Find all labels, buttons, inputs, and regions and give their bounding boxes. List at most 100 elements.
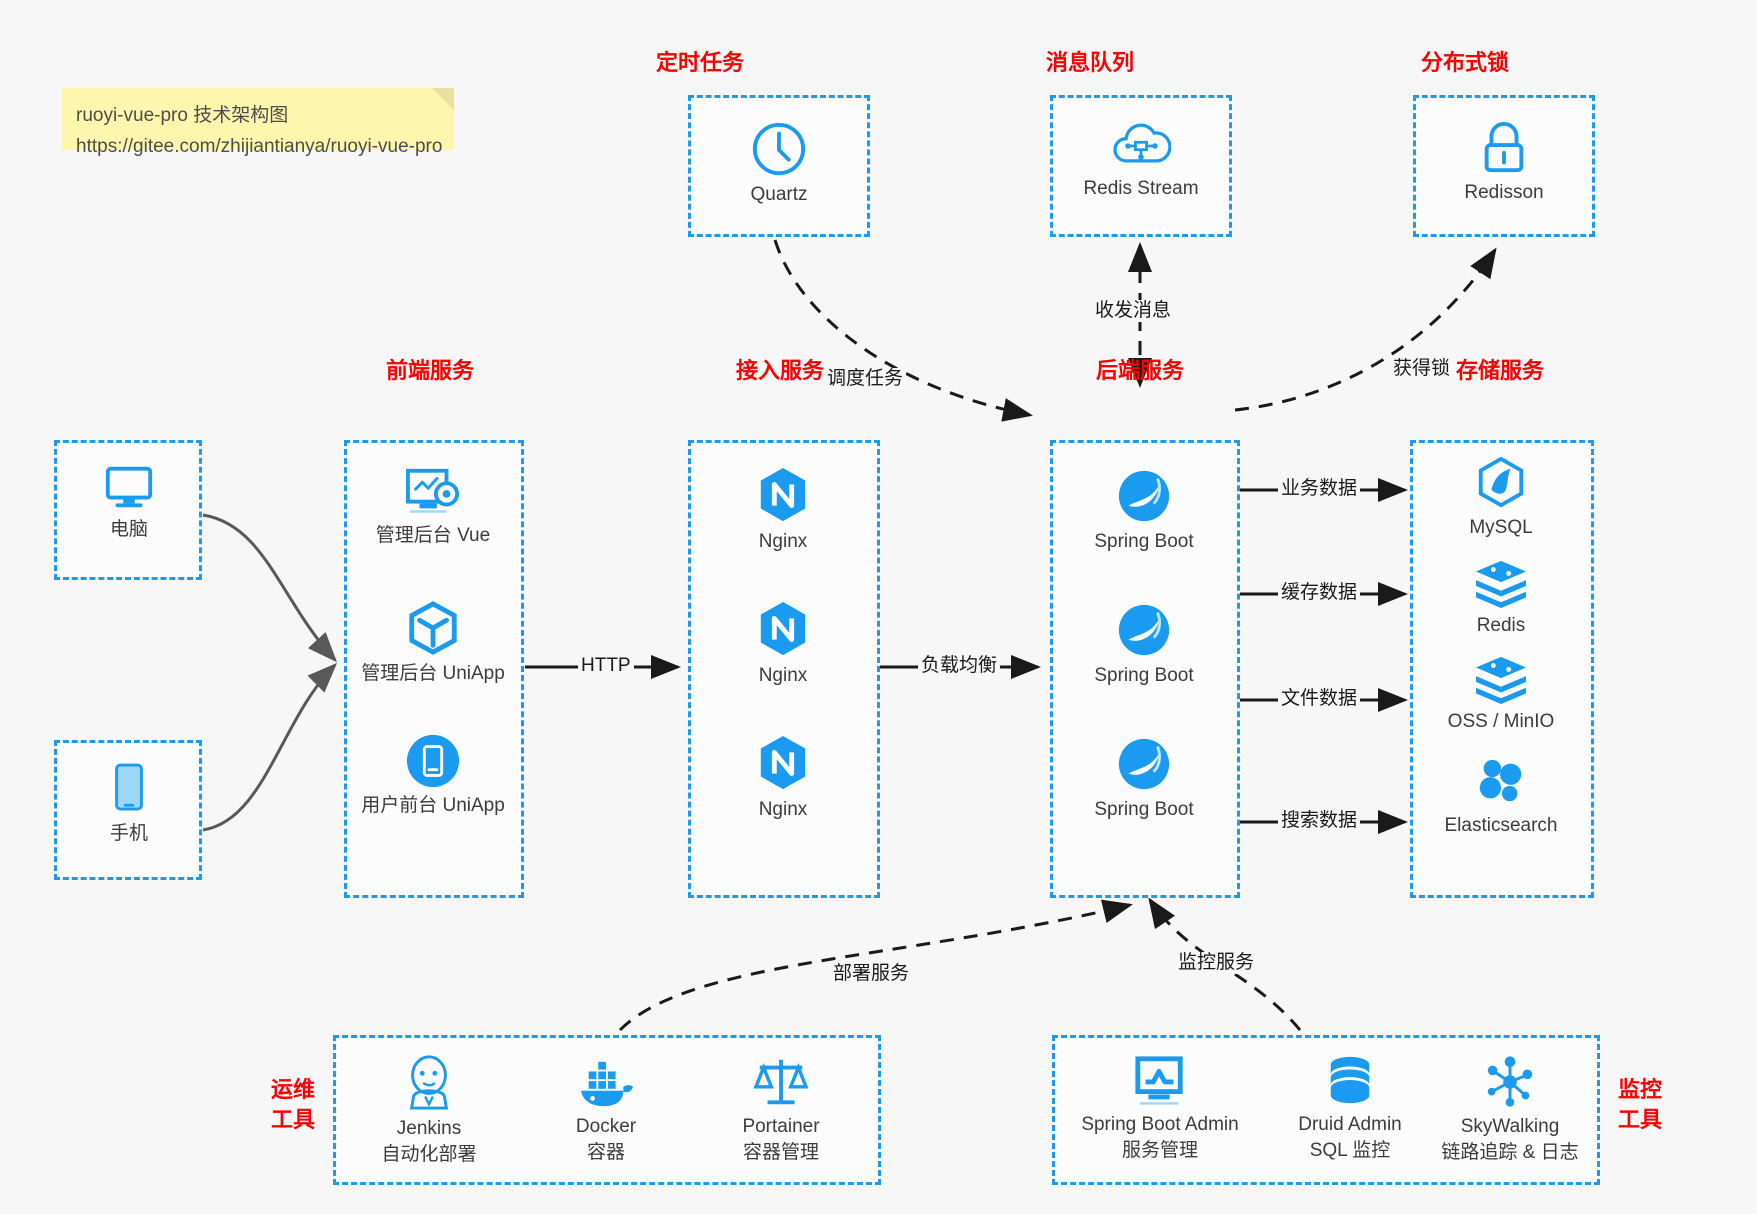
node-spring-boot-admin[interactable]: Spring Boot Admin 服务管理 bbox=[1070, 1054, 1250, 1164]
nginx-icon bbox=[760, 467, 806, 522]
group-title-devops: 运维 工具 bbox=[258, 1075, 328, 1135]
diagram-note: ruoyi-vue-pro 技术架构图 https://gitee.com/zh… bbox=[62, 88, 454, 157]
node-spring-boot-1[interactable]: Spring Boot bbox=[1056, 467, 1232, 555]
edge-label-cache-data: 缓存数据 bbox=[1278, 582, 1361, 604]
node-quartz[interactable]: Quartz bbox=[691, 120, 867, 208]
group-monitoring-tools: Spring Boot Admin 服务管理 Druid Admin SQL 监… bbox=[1052, 1035, 1600, 1185]
node-phone[interactable]: 手机 bbox=[41, 759, 217, 847]
monitoring-title-line1: 监控 bbox=[1617, 1077, 1662, 1102]
monitor-icon bbox=[105, 466, 153, 508]
node-redis[interactable]: Redis bbox=[1413, 559, 1589, 639]
node-label: Nginx bbox=[758, 665, 808, 686]
node-label: Redisson bbox=[1464, 182, 1544, 203]
database-icon bbox=[1330, 1056, 1370, 1104]
node-label: SkyWalking bbox=[1460, 1116, 1560, 1137]
node-computer[interactable]: 电脑 bbox=[41, 461, 217, 543]
devops-title-line1: 运维 bbox=[270, 1077, 315, 1102]
node-elasticsearch[interactable]: Elasticsearch bbox=[1413, 755, 1589, 839]
node-portainer[interactable]: Portainer 容器管理 bbox=[701, 1054, 861, 1166]
clock-icon bbox=[752, 122, 806, 176]
node-label: Spring Boot Admin bbox=[1081, 1114, 1239, 1135]
group-title-frontend: 前端服务 bbox=[385, 358, 474, 383]
group-title-backend: 后端服务 bbox=[1095, 358, 1184, 383]
node-label: Spring Boot bbox=[1094, 799, 1194, 820]
node-spring-boot-2[interactable]: Spring Boot bbox=[1056, 601, 1232, 689]
group-title-gateway: 接入服务 bbox=[735, 358, 824, 383]
edge-label-http: HTTP bbox=[578, 655, 634, 677]
edge-label-acquire-lock: 获得锁 bbox=[1390, 358, 1454, 380]
node-label: 用户前台 UniApp bbox=[361, 795, 505, 816]
group-storage: MySQL Redis OSS / MinIO bbox=[1410, 440, 1594, 898]
node-label: OSS / MinIO bbox=[1447, 711, 1555, 732]
phone-icon bbox=[115, 763, 143, 811]
node-label: Spring Boot bbox=[1094, 531, 1194, 552]
nginx-icon bbox=[760, 735, 806, 790]
group-client-computer: 电脑 bbox=[54, 440, 202, 580]
edge-label-schedule-task: 调度任务 bbox=[824, 368, 907, 390]
node-redis-stream[interactable]: Redis Stream bbox=[1053, 120, 1229, 202]
node-sublabel: 服务管理 bbox=[1121, 1140, 1198, 1161]
note-line-2: https://gitee.com/zhijiantianya/ruoyi-vu… bbox=[76, 136, 443, 157]
node-spring-boot-3[interactable]: Spring Boot bbox=[1056, 735, 1232, 823]
cube-icon bbox=[409, 601, 457, 655]
dashboard-icon bbox=[406, 468, 460, 513]
node-admin-vue[interactable]: 管理后台 Vue bbox=[345, 465, 521, 549]
group-title-monitoring: 监控 工具 bbox=[1605, 1075, 1675, 1135]
docker-icon bbox=[580, 1061, 633, 1107]
group-devops-tools: Jenkins 自动化部署 Docker 容器 bbox=[333, 1035, 881, 1185]
node-docker[interactable]: Docker 容器 bbox=[526, 1058, 686, 1166]
node-label: Elasticsearch bbox=[1444, 815, 1558, 836]
node-mysql[interactable]: MySQL bbox=[1413, 455, 1589, 541]
node-nginx-1[interactable]: Nginx bbox=[695, 465, 871, 555]
jenkins-icon bbox=[409, 1055, 449, 1110]
node-nginx-3[interactable]: Nginx bbox=[695, 733, 871, 823]
node-label: Docker bbox=[575, 1116, 637, 1137]
cloud-stream-icon bbox=[1113, 123, 1171, 163]
group-gateway: Nginx Nginx Nginx bbox=[688, 440, 880, 898]
spring-boot-icon bbox=[1118, 738, 1170, 790]
mysql-icon bbox=[1478, 456, 1524, 508]
node-label: Nginx bbox=[758, 799, 808, 820]
oss-icon bbox=[1476, 656, 1526, 705]
note-line-1: ruoyi-vue-pro 技术架构图 bbox=[76, 105, 289, 126]
skywalking-icon bbox=[1487, 1056, 1533, 1107]
elasticsearch-icon bbox=[1479, 759, 1522, 802]
portainer-icon bbox=[753, 1059, 809, 1105]
edge-label-business-data: 业务数据 bbox=[1278, 478, 1361, 500]
lock-icon bbox=[1484, 121, 1524, 173]
node-label: 管理后台 Vue bbox=[375, 525, 491, 546]
node-redisson[interactable]: Redisson bbox=[1416, 120, 1592, 206]
group-title-message-queue: 消息队列 bbox=[1045, 50, 1134, 75]
node-label: Nginx bbox=[758, 531, 808, 552]
group-client-phone: 手机 bbox=[54, 740, 202, 880]
node-label: MySQL bbox=[1469, 517, 1533, 538]
node-user-uniapp[interactable]: 用户前台 UniApp bbox=[345, 733, 521, 819]
node-druid-admin[interactable]: Druid Admin SQL 监控 bbox=[1270, 1054, 1430, 1164]
group-title-scheduled-task: 定时任务 bbox=[655, 50, 744, 75]
node-label: Portainer bbox=[742, 1116, 820, 1137]
group-title-storage: 存储服务 bbox=[1455, 358, 1544, 383]
node-oss-minio[interactable]: OSS / MinIO bbox=[1413, 655, 1589, 735]
mobile-app-icon bbox=[406, 734, 460, 788]
redis-icon bbox=[1476, 560, 1526, 609]
node-label: 手机 bbox=[109, 823, 148, 844]
group-frontend: 管理后台 Vue 管理后台 UniApp 用户前台 UniApp bbox=[344, 440, 524, 898]
node-label: Quartz bbox=[750, 184, 808, 205]
edge-label-monitor-service: 监控服务 bbox=[1175, 952, 1258, 974]
node-sublabel: 链路追踪 & 日志 bbox=[1441, 1142, 1579, 1163]
node-nginx-2[interactable]: Nginx bbox=[695, 599, 871, 689]
node-jenkins[interactable]: Jenkins 自动化部署 bbox=[349, 1052, 509, 1168]
edge-label-deploy-service: 部署服务 bbox=[830, 963, 913, 985]
node-label: Jenkins bbox=[396, 1118, 462, 1139]
node-label: Redis bbox=[1476, 615, 1526, 636]
node-label: Druid Admin bbox=[1298, 1114, 1402, 1135]
monitoring-title-line2: 工具 bbox=[1617, 1107, 1662, 1132]
node-skywalking[interactable]: SkyWalking 链路追踪 & 日志 bbox=[1425, 1054, 1595, 1166]
spring-boot-icon bbox=[1118, 604, 1170, 656]
edge-label-search-data: 搜索数据 bbox=[1278, 810, 1361, 832]
note-fold-icon bbox=[432, 88, 454, 110]
node-label: 电脑 bbox=[109, 519, 148, 540]
devops-title-line2: 工具 bbox=[270, 1107, 315, 1132]
node-admin-uniapp[interactable]: 管理后台 UniApp bbox=[345, 599, 521, 687]
